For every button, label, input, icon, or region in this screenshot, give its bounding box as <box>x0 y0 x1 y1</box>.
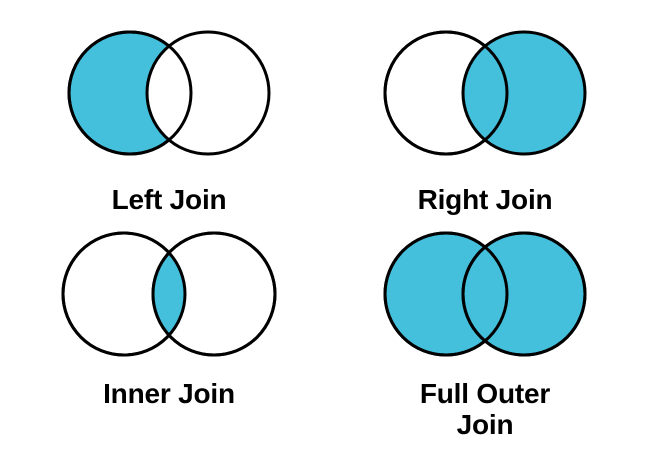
venn-diagram-left-join <box>67 30 271 156</box>
venn-diagram-full-outer-join <box>383 231 587 357</box>
venn-circle-right-outline <box>461 231 587 357</box>
venn-diagram-inner-join <box>61 231 277 357</box>
venn-circle-left-outline <box>67 30 193 156</box>
join-panel-right-join: Right Join <box>325 18 645 215</box>
venn-circle-left-outline <box>61 231 187 357</box>
join-panel-full-outer-join: Full Outer Join <box>325 228 645 441</box>
join-label-right-join: Right Join <box>417 184 553 215</box>
join-label-inner-join: Inner Join <box>103 378 235 409</box>
join-panel-inner-join: Inner Join <box>9 228 329 409</box>
venn-circle-right-outline <box>151 231 277 357</box>
venn-circle-left-outline <box>383 231 509 357</box>
venn-circle-right <box>145 30 271 156</box>
join-label-left-join: Left Join <box>111 184 227 215</box>
venn-circle-left-outline <box>383 30 509 156</box>
join-label-full-outer-join: Full Outer Join <box>419 378 551 441</box>
venn-diagram-right-join <box>383 30 587 156</box>
join-panel-left-join: Left Join <box>9 18 329 215</box>
venn-circle-right <box>461 30 587 156</box>
